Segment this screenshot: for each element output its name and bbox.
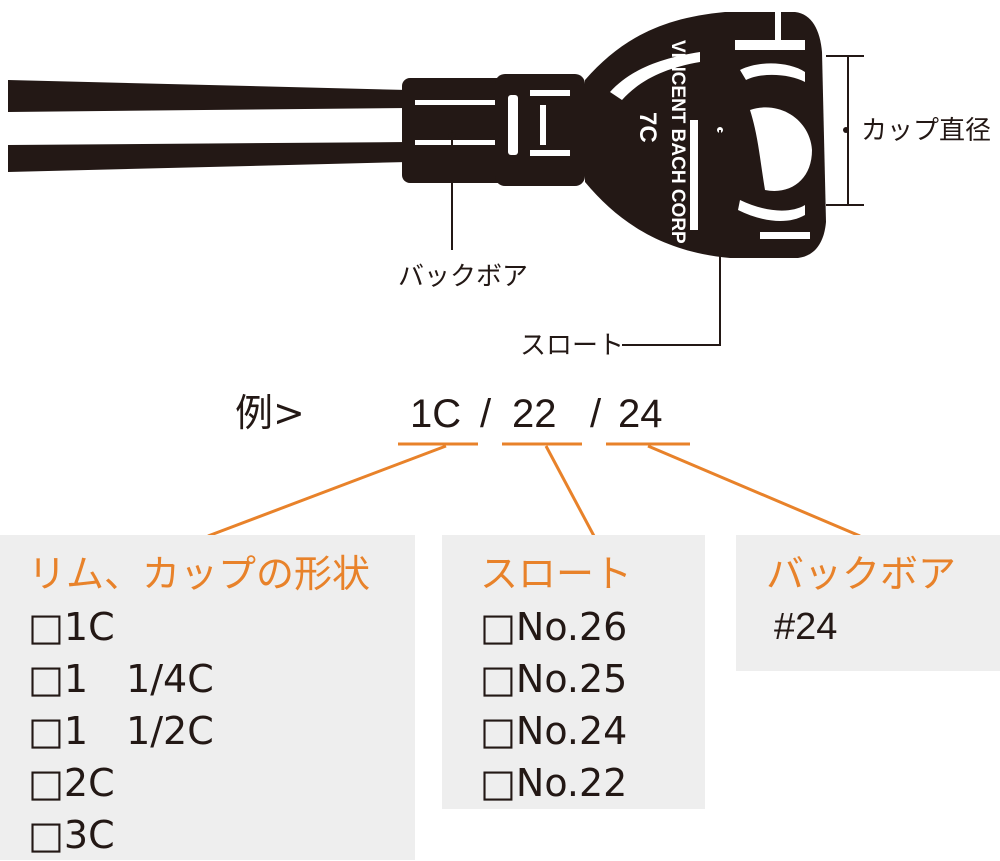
example-prefix: 例> (235, 391, 305, 435)
example-code-rim: 1C (410, 392, 462, 436)
shank-lower (8, 142, 408, 172)
mouthpiece-illustration: VINCENT BACH CORP 7C (8, 12, 826, 258)
throat-option-26[interactable]: □No.26 (480, 605, 628, 649)
cup-diameter-dot (843, 127, 849, 133)
cup-highlights (610, 12, 812, 239)
model-engraving: 7C (634, 112, 661, 143)
cup-diameter-label: カップ直径 (861, 116, 992, 146)
mouthpiece-diagram: VINCENT BACH CORP 7C (8, 12, 864, 538)
backbore-label: バックボア (398, 262, 529, 292)
shank-upper (8, 80, 408, 112)
throat-leader (622, 130, 721, 346)
brand-engraving: VINCENT BACH CORP (667, 40, 688, 244)
example-separator-2: / (590, 392, 602, 436)
throat-title: スロート (480, 552, 633, 596)
throat-box: スロート □No.26 □No.25 □No.24 □No.22 (442, 535, 705, 809)
rim-cup-option-1c[interactable]: □1C (28, 605, 115, 649)
throat-label: スロート (520, 331, 625, 361)
rim-cup-title: リム、カップの形状 (28, 552, 371, 596)
rim-cup-option-1-1-2c[interactable]: □1 1/2C (28, 709, 214, 753)
example-separator: / (480, 392, 492, 436)
collar-highlights (415, 90, 570, 156)
example-code-throat: 22 (512, 392, 557, 436)
rim-cup-box: リム、カップの形状 □1C □1 1/4C □1 1/2C □2C □3C (0, 535, 415, 860)
rim-cup-option-2c[interactable]: □2C (28, 761, 115, 805)
throat-option-22[interactable]: □No.22 (480, 761, 628, 805)
example-code-backbore: 24 (618, 392, 663, 436)
example-connectors (207, 444, 861, 538)
backbore-title: バックボア (766, 552, 957, 596)
backbore-value: #24 (774, 606, 838, 648)
rim-cup-option-1-1-4c[interactable]: □1 1/4C (28, 657, 214, 701)
backbore-box: バックボア #24 (736, 535, 1000, 671)
throat-option-24[interactable]: □No.24 (480, 709, 628, 753)
rim-cup-option-3c[interactable]: □3C (28, 813, 115, 857)
throat-option-25[interactable]: □No.25 (480, 657, 628, 701)
